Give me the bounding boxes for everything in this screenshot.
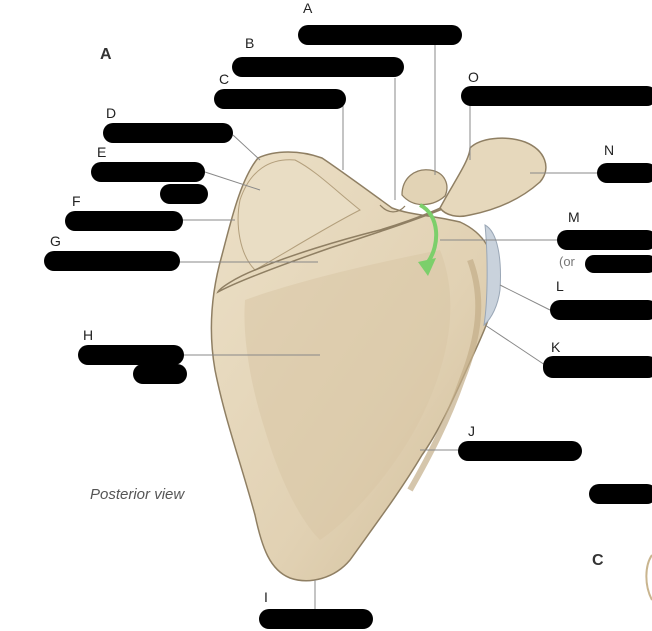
infraspinous-fossa <box>244 250 451 540</box>
green-arrow <box>418 203 439 264</box>
label-i: I <box>264 589 268 605</box>
label-n: N <box>604 142 615 158</box>
redaction-bar-i <box>259 609 373 629</box>
redaction-bar-m2 <box>585 255 652 273</box>
adjacent-bone-fragment <box>645 554 652 601</box>
label-l: L <box>556 278 564 294</box>
redaction-bar-o <box>461 86 652 106</box>
label-c: C <box>219 71 230 87</box>
redaction-bar-h2 <box>133 364 187 384</box>
panel-label-c: C <box>592 552 604 569</box>
redaction-bar-m <box>557 230 652 250</box>
redaction-bar-e2 <box>160 184 208 204</box>
coracoid-process <box>401 169 448 206</box>
glenoid-cavity <box>483 224 501 327</box>
redaction-bar-a <box>298 25 462 45</box>
redaction-bar-d <box>103 123 233 143</box>
label-e: E <box>97 144 107 160</box>
redaction-bar-c <box>214 89 346 109</box>
label-m: M <box>568 209 580 225</box>
panel-label-a: A <box>100 46 112 63</box>
redaction-bar-e1 <box>91 162 205 182</box>
redaction-bar-b <box>232 57 404 77</box>
redaction-bar-j <box>458 441 582 461</box>
redaction-bar-extra <box>589 484 652 504</box>
label-o: O <box>468 69 479 85</box>
suprascapular-notch <box>379 204 406 213</box>
label-k: K <box>551 339 561 355</box>
view-caption: Posterior view <box>90 486 185 503</box>
redaction-bar-n <box>597 163 652 183</box>
redaction-bars <box>44 25 652 629</box>
redaction-bar-f <box>65 211 183 231</box>
redaction-bar-l <box>550 300 652 320</box>
acromion <box>439 137 547 218</box>
green-arrowhead <box>418 258 436 276</box>
label-g: G <box>50 233 61 249</box>
label-m-note: (or <box>559 254 575 269</box>
leader-lines <box>180 40 597 612</box>
label-h: H <box>83 327 94 343</box>
lateral-border-shadow <box>407 258 482 492</box>
label-f: F <box>72 193 81 209</box>
redaction-bar-h1 <box>78 345 184 365</box>
supraspinous-fossa <box>237 159 361 271</box>
label-a: A <box>303 0 313 16</box>
label-j: J <box>468 423 475 439</box>
redaction-bar-g <box>44 251 180 271</box>
redaction-bar-k <box>543 356 652 378</box>
label-d: D <box>106 105 117 121</box>
label-b: B <box>245 35 255 51</box>
